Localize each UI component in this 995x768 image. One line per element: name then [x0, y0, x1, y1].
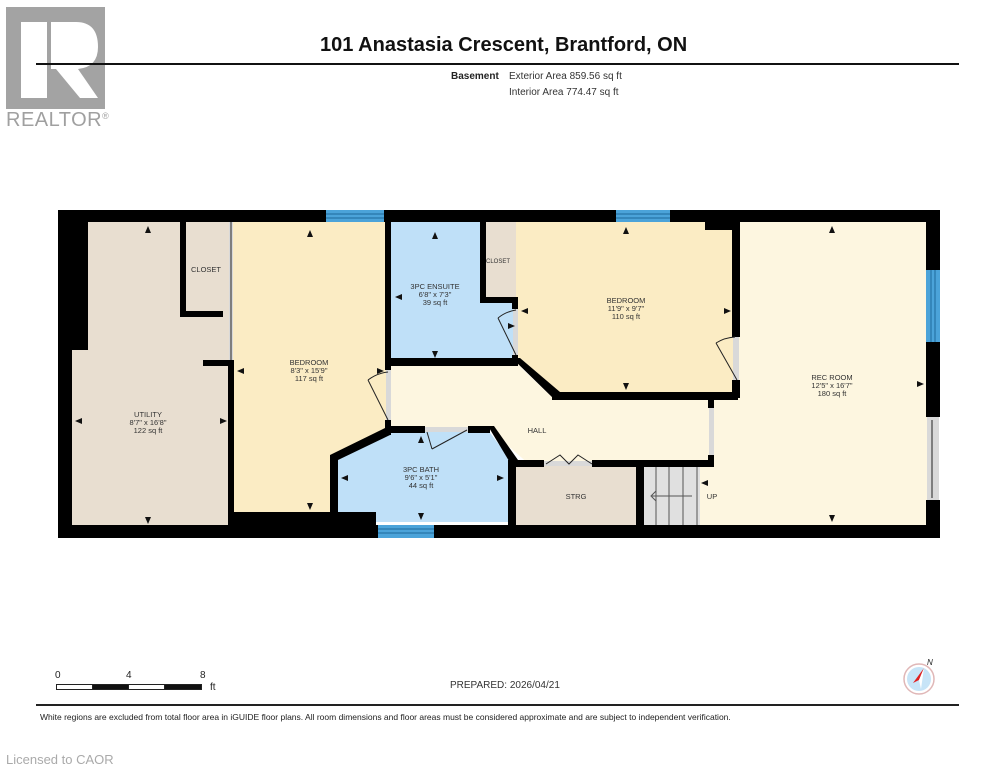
room-bath — [335, 430, 512, 522]
dimension-arrows — [75, 226, 924, 524]
realtor-r-icon — [21, 22, 98, 98]
window-right — [926, 270, 940, 342]
license-text: Licensed to CAOR — [6, 752, 114, 767]
bedroom-2-dims: 11'9" x 9'7" — [608, 304, 645, 313]
utility-name: UTILITY — [134, 410, 162, 419]
scale-tick-0: 0 — [55, 670, 61, 681]
room-labels: UTILITY 8'7" x 16'8" 122 sq ft CLOSET BE… — [130, 259, 853, 501]
windows — [326, 210, 940, 538]
stairs — [644, 465, 700, 525]
room-bedroom-2 — [515, 222, 735, 395]
rec-room-area: 180 sq ft — [818, 389, 848, 398]
bedroom-1-dims: 8'3" x 15'9" — [291, 366, 328, 375]
scale-tick-4: 4 — [126, 670, 132, 681]
page-title: 101 Anastasia Crescent, Brantford, ON — [320, 34, 688, 56]
disclaimer-text: White regions are excluded from total fl… — [40, 712, 731, 722]
room-rec — [735, 222, 930, 525]
stairs-up-label: UP — [707, 492, 717, 501]
room-utility — [60, 213, 232, 530]
storage-name: STRG — [566, 492, 587, 501]
bedroom-1-area: 117 sq ft — [295, 374, 324, 383]
door-swings — [230, 222, 933, 498]
ensuite-area: 39 sq ft — [423, 298, 449, 307]
compass: N — [902, 655, 942, 702]
svg-text:N: N — [927, 658, 933, 667]
bath-name: 3PC BATH — [403, 465, 439, 474]
realtor-logo — [6, 7, 105, 109]
room-storage — [514, 465, 638, 525]
scale-unit: ft — [210, 682, 216, 693]
closet-1-name: CLOSET — [191, 265, 221, 274]
room-fills — [60, 213, 930, 530]
bedroom-2-name: BEDROOM — [607, 296, 646, 305]
utility-area: 122 sq ft — [134, 426, 164, 435]
closet-2-name: CLOSET — [486, 259, 510, 265]
hall-name: HALL — [528, 426, 547, 435]
exterior-area: Exterior Area 859.56 sq ft — [509, 71, 622, 82]
ensuite-name: 3PC ENSUITE — [410, 282, 459, 291]
room-hall — [389, 362, 712, 465]
ensuite-dims: 6'8" x 7'3" — [419, 290, 452, 299]
floor-label: Basement — [451, 71, 499, 82]
stair-treads — [650, 467, 698, 525]
footer-divider — [36, 704, 959, 706]
window-top-1 — [326, 210, 384, 222]
room-closet-2 — [484, 222, 516, 300]
bedroom-1-name: BEDROOM — [290, 358, 329, 367]
bath-area: 44 sq ft — [409, 481, 435, 490]
scale-tick-8: 8 — [200, 670, 206, 681]
realtor-wordmark: REALTOR® — [6, 109, 110, 131]
rec-room-name: REC ROOM — [811, 373, 852, 382]
compass-north-icon: N — [903, 658, 935, 695]
bedroom-2-area: 110 sq ft — [612, 312, 641, 321]
utility-dims: 8'7" x 16'8" — [130, 418, 167, 427]
title-divider — [36, 63, 959, 65]
rec-room-dims: 12'5" x 16'7" — [811, 381, 852, 390]
bath-dims: 9'6" x 5'1" — [405, 473, 438, 482]
walls — [58, 210, 940, 538]
interior-area: Interior Area 774.47 sq ft — [509, 87, 619, 98]
window-top-2 — [616, 210, 670, 222]
prepared-date: PREPARED: 2026/04/21 — [450, 680, 560, 691]
window-bottom — [378, 525, 434, 538]
